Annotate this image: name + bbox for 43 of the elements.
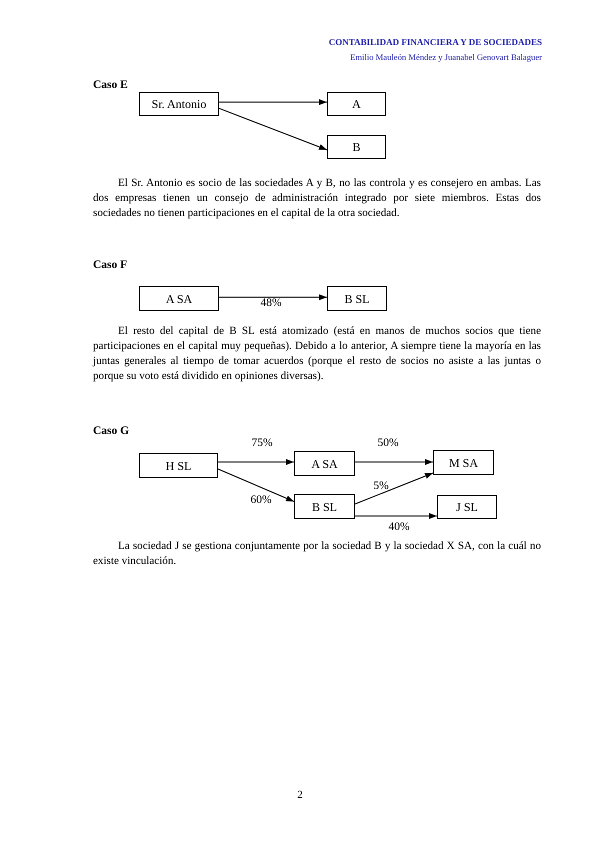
edge-label: 48% bbox=[260, 298, 282, 310]
edge-label: 5% bbox=[373, 481, 389, 492]
entity-box bbox=[139, 92, 219, 116]
entity-box bbox=[294, 494, 355, 519]
entity-name: B SL bbox=[344, 292, 370, 304]
entity-name: A SA bbox=[311, 458, 338, 470]
entity-name: J SL bbox=[456, 501, 478, 513]
entity-name: Sr. Antonio bbox=[152, 98, 206, 110]
entity-box bbox=[139, 286, 219, 311]
entity-box bbox=[327, 286, 387, 311]
header-title: CONTABILIDAD FINANCIERA Y DE SOCIEDADES bbox=[328, 36, 542, 48]
body-paragraph: El resto del capital de B SL está atomizado (está en manos de muchos socios que tiene participaciones en el capital muy pequeñas). Debido a lo anterior, A siempre tiene la mayoría en las juntas generales al tiempo de tomar acuerdos (porque el resto de socios no asiste a las juntas o porque su voto está dividido en opiniones diversas). bbox=[93, 324, 541, 384]
entity-box bbox=[327, 135, 386, 159]
edge-label: 60% bbox=[250, 495, 272, 506]
arrow bbox=[218, 468, 294, 502]
entity-box bbox=[294, 451, 355, 476]
entity-name: H SL bbox=[166, 460, 192, 472]
body-paragraph: El Sr. Antonio es socio de las sociedades A y B, no las controla y es consejero en ambas. Las dos empresas tienen un consejo de administración integrado por siete miembros. Estas dos sociedades no tienen participaciones en el capital de la otra sociedad. bbox=[93, 176, 541, 221]
edge-label: 50% bbox=[377, 438, 399, 450]
body-paragraph: La sociedad J se gestiona conjuntamente por la sociedad B y la sociedad X SA, con la cuál no existe vinculación. bbox=[93, 539, 541, 569]
entity-name: B bbox=[352, 141, 360, 153]
entity-name: A bbox=[352, 98, 361, 110]
section-heading: Caso F bbox=[93, 258, 128, 272]
entity-box bbox=[139, 453, 218, 478]
edge-label: 40% bbox=[388, 522, 410, 534]
arrow bbox=[218, 294, 328, 300]
page-number: 2 bbox=[296, 788, 304, 802]
edge-label: 75% bbox=[251, 438, 273, 450]
entity-box bbox=[327, 92, 386, 116]
arrow bbox=[218, 459, 294, 465]
arrow bbox=[354, 459, 434, 465]
section-heading: Caso E bbox=[93, 78, 129, 92]
author-line: Emilio Mauleón Méndez y Juanabel Genovart Balaguer bbox=[349, 51, 542, 63]
arrow bbox=[218, 108, 328, 150]
arrow bbox=[354, 472, 434, 504]
entity-name: B SL bbox=[312, 500, 337, 512]
entity-name: A SA bbox=[166, 292, 192, 304]
section-heading: Caso G bbox=[93, 424, 130, 438]
entity-box bbox=[437, 495, 497, 519]
arrow bbox=[354, 513, 438, 519]
entity-name: M SA bbox=[448, 456, 478, 468]
entity-box bbox=[433, 450, 494, 475]
arrow bbox=[218, 99, 328, 106]
